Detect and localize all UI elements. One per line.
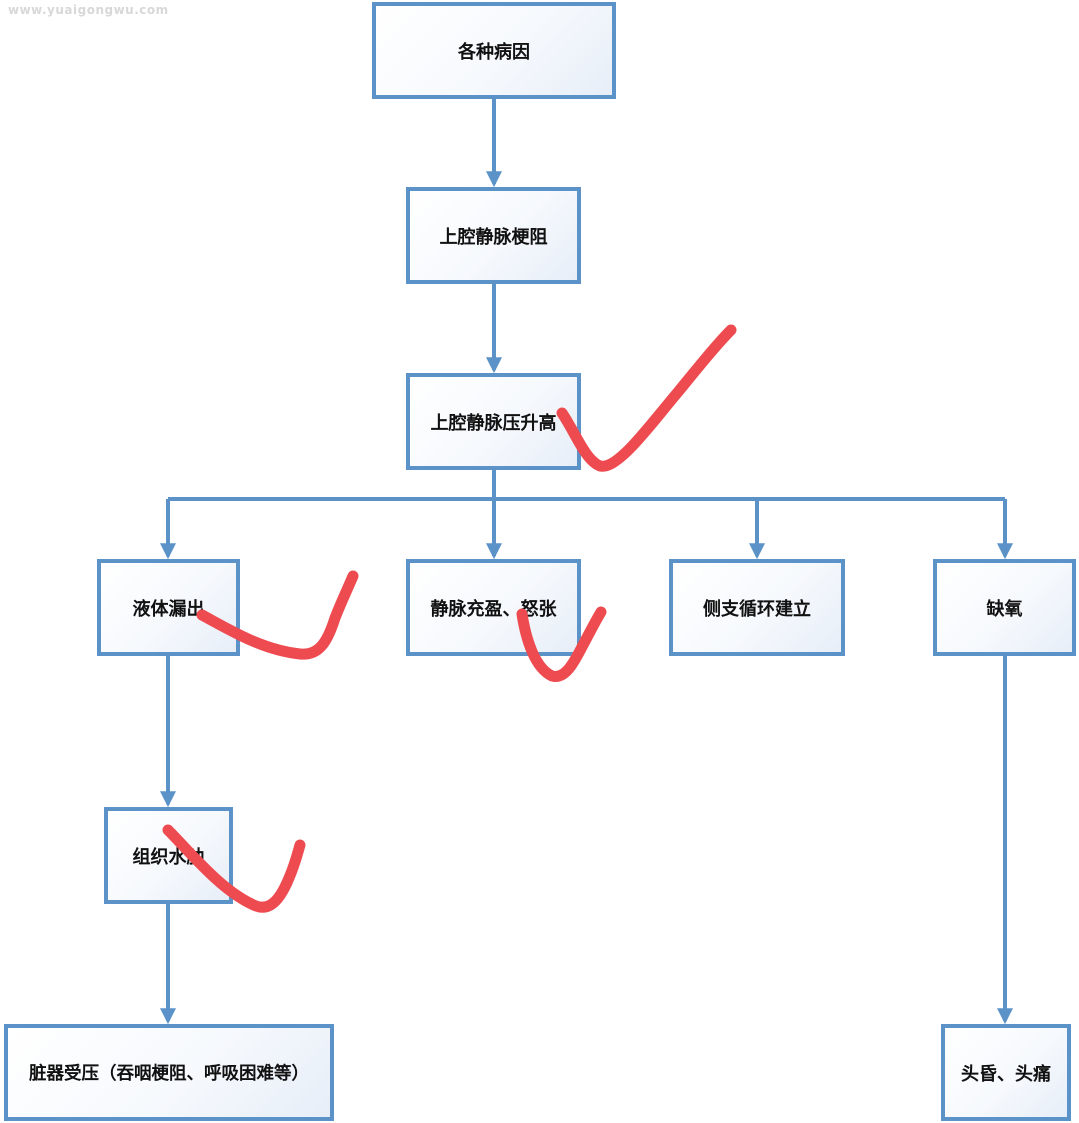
- node-label: 静脉充盈、怒张: [430, 598, 557, 620]
- node-label: 上腔静脉压升高: [430, 412, 557, 434]
- node-label: 侧支循环建立: [703, 598, 811, 620]
- node-tissue-edema: 组织水肿: [104, 807, 233, 904]
- node-label: 组织水肿: [132, 846, 205, 868]
- node-hypoxia: 缺氧: [933, 559, 1076, 656]
- node-label: 头昏、头痛: [961, 1063, 1051, 1085]
- node-label: 脏器受压（吞咽梗阻、呼吸困难等）: [29, 1064, 309, 1084]
- node-vein-distension: 静脉充盈、怒张: [406, 559, 581, 656]
- node-label: 液体漏出: [132, 598, 205, 620]
- node-causes: 各种病因: [372, 2, 616, 99]
- watermark: www.yuaigongwu.com: [8, 3, 169, 17]
- node-collateral-circulation: 侧支循环建立: [669, 559, 845, 656]
- node-svc-obstruction: 上腔静脉梗阻: [406, 187, 581, 284]
- node-svc-pressure-high: 上腔静脉压升高: [406, 373, 581, 470]
- node-label: 上腔静脉梗阻: [439, 226, 548, 248]
- node-fluid-leak: 液体漏出: [97, 559, 240, 656]
- node-dizziness-headache: 头昏、头痛: [941, 1024, 1071, 1121]
- node-label: 缺氧: [986, 598, 1023, 620]
- node-label: 各种病因: [458, 41, 530, 63]
- node-organ-compression: 脏器受压（吞咽梗阻、呼吸困难等）: [4, 1024, 334, 1121]
